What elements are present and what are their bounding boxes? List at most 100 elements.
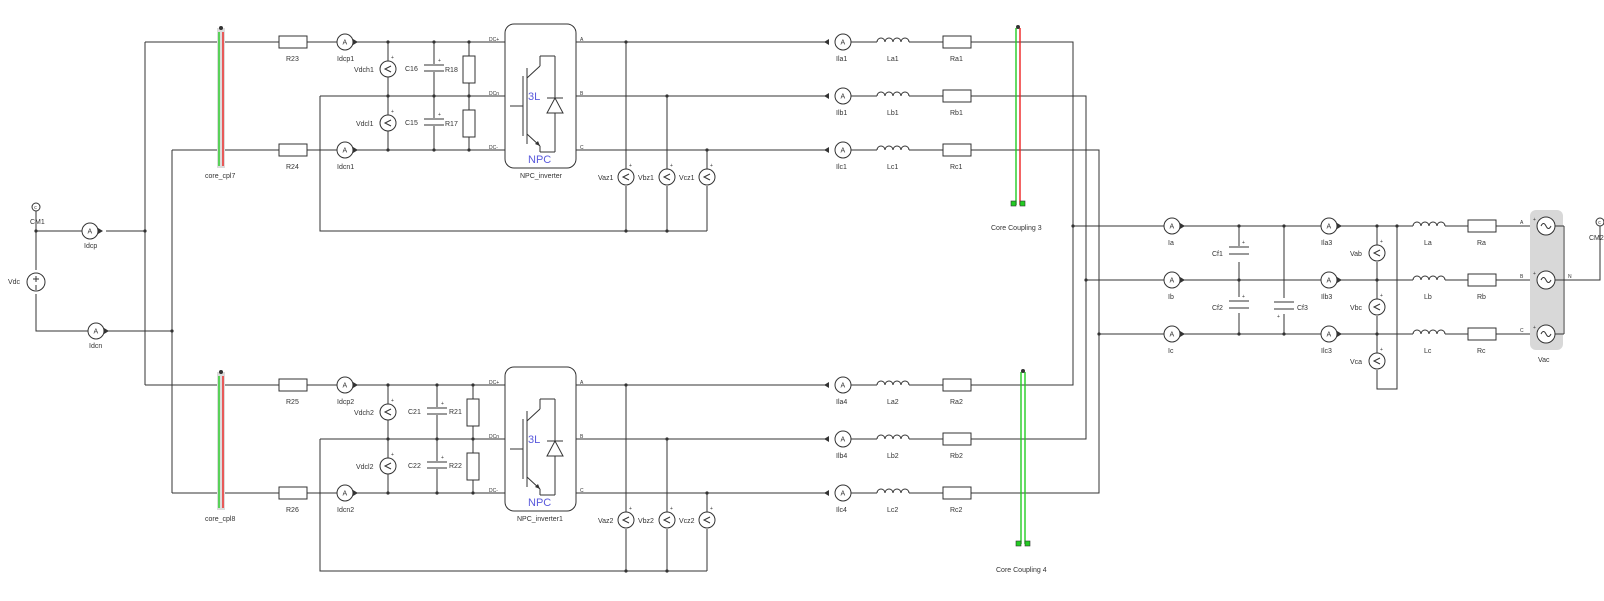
voltmeter-vdch2[interactable]: +	[379, 398, 397, 421]
c21-plus: +	[441, 401, 444, 407]
ammeter-ila1[interactable]: A	[824, 33, 852, 51]
label-ila3: Ila3	[1321, 240, 1332, 247]
resistor-ra2[interactable]	[942, 378, 972, 392]
label-r18: R18	[445, 67, 458, 74]
ila1-symbol: A	[841, 40, 846, 47]
voltmeter-vbz2[interactable]: +	[658, 506, 676, 529]
ammeter-idcp1[interactable]: A	[336, 33, 358, 51]
voltmeter-vab[interactable]: +	[1368, 239, 1386, 262]
inductor-lc[interactable]	[1412, 329, 1446, 335]
core-coupling-4[interactable]	[1015, 369, 1031, 547]
resistor-r26[interactable]	[278, 486, 308, 500]
label-vbz1: Vbz1	[638, 175, 654, 182]
inductor-lc1[interactable]	[876, 145, 910, 151]
idcn1-symbol: A	[343, 148, 348, 155]
voltmeter-vca[interactable]: +	[1368, 347, 1386, 370]
resistor-r18[interactable]	[462, 55, 476, 84]
resistor-ra[interactable]	[1467, 219, 1497, 233]
ammeter-ilb4[interactable]: A	[824, 430, 852, 448]
resistor-rb1[interactable]	[942, 89, 972, 103]
npc-inverter-bottom[interactable]: 3L NPC DC+ DCn DC- A B C	[489, 366, 584, 512]
capacitor-cf1[interactable]: +	[1229, 240, 1249, 255]
label-vaz2: Vaz2	[598, 518, 614, 525]
resistor-r21[interactable]	[466, 398, 480, 427]
label-lb1: Lb1	[887, 110, 899, 117]
ground-cm1[interactable]: c	[31, 202, 41, 212]
idcp2-symbol: A	[343, 383, 348, 390]
ammeter-ilb3[interactable]: A	[1320, 271, 1342, 289]
voltmeter-vbc[interactable]: +	[1368, 293, 1386, 316]
voltmeter-vdcl1[interactable]: +	[379, 109, 397, 132]
resistor-r24[interactable]	[278, 143, 308, 157]
idcn-symbol: A	[94, 329, 99, 336]
resistor-rb2[interactable]	[942, 432, 972, 446]
capacitor-c22[interactable]: +	[427, 455, 447, 469]
capacitor-cf2[interactable]: +	[1229, 294, 1249, 309]
resistor-rc1[interactable]	[942, 143, 972, 157]
idcn2-symbol: A	[343, 491, 348, 498]
ammeter-idcp[interactable]: A	[81, 222, 103, 240]
label-core-cpl8: core_cpl8	[205, 516, 235, 523]
core-coupling-cpl7[interactable]	[217, 26, 225, 168]
ammeter-ila3[interactable]: A	[1320, 217, 1342, 235]
ac-source-vac[interactable]: + + +	[1530, 210, 1564, 350]
label-lc1: Lc1	[887, 164, 898, 171]
label-npc-inverter1: NPC_inverter1	[517, 516, 563, 523]
resistor-rb[interactable]	[1467, 273, 1497, 287]
label-rb2: Rb2	[950, 453, 963, 460]
inductor-lb[interactable]	[1412, 275, 1446, 281]
ammeter-idcn2[interactable]: A	[336, 484, 358, 502]
capacitor-cf3[interactable]: +	[1274, 301, 1294, 320]
resistor-r25[interactable]	[278, 378, 308, 392]
capacitor-c15[interactable]: +	[424, 112, 444, 126]
ammeter-idcn1[interactable]: A	[336, 141, 358, 159]
label-cm2: CM2	[1589, 235, 1604, 242]
label-vab: Vab	[1350, 251, 1362, 258]
voltmeter-vcz2[interactable]: +	[698, 506, 716, 529]
inductor-lc2[interactable]	[876, 488, 910, 494]
voltmeter-vaz1[interactable]: +	[617, 163, 635, 186]
label-r26: R26	[286, 507, 299, 514]
core-coupling-3[interactable]	[1010, 25, 1026, 207]
vac-plus-c: +	[1533, 325, 1536, 331]
inductor-la2[interactable]	[876, 380, 910, 386]
ammeter-ilc1[interactable]: A	[824, 141, 852, 159]
label-vdcl1: Vdcl1	[356, 121, 374, 128]
inductor-la1[interactable]	[876, 37, 910, 43]
ammeter-ilc3[interactable]: A	[1320, 325, 1342, 343]
voltmeter-vaz2[interactable]: +	[617, 506, 635, 529]
inductor-lb1[interactable]	[876, 91, 910, 97]
inductor-lb2[interactable]	[876, 434, 910, 440]
resistor-r22[interactable]	[466, 452, 480, 481]
ammeter-ic[interactable]: A	[1163, 325, 1185, 343]
resistor-rc2[interactable]	[942, 486, 972, 500]
resistor-ra1[interactable]	[942, 35, 972, 49]
label-vdch1: Vdch1	[354, 67, 374, 74]
voltmeter-vdch1[interactable]: +	[379, 55, 397, 78]
npc-inverter-top[interactable]: 3L NPC DC+ DCn DC- A B C	[489, 23, 584, 169]
vac-plus-b: +	[1533, 271, 1536, 277]
voltmeter-vcz1[interactable]: +	[698, 163, 716, 186]
ammeter-ilb1[interactable]: A	[824, 87, 852, 105]
ammeter-ia[interactable]: A	[1163, 217, 1185, 235]
ground-cm2[interactable]: c	[1595, 217, 1604, 227]
resistor-r23[interactable]	[278, 35, 308, 49]
voltmeter-vbz1[interactable]: +	[658, 163, 676, 186]
inductor-la[interactable]	[1412, 221, 1446, 227]
ammeter-ib[interactable]: A	[1163, 271, 1185, 289]
ammeter-idcn[interactable]: A	[87, 322, 109, 340]
wires	[35, 41, 1601, 572]
vac-port-n: N	[1568, 274, 1572, 280]
resistor-r17[interactable]	[462, 109, 476, 138]
resistor-rc[interactable]	[1467, 327, 1497, 341]
ammeter-idcp2[interactable]: A	[336, 376, 358, 394]
capacitor-c16[interactable]: +	[424, 58, 444, 72]
npc-top-3l: 3L	[528, 91, 540, 103]
core-coupling-cpl8[interactable]	[217, 370, 225, 510]
vaz1-plus: +	[629, 163, 632, 169]
voltmeter-vdcl2[interactable]: +	[379, 452, 397, 475]
dc-source-vdc[interactable]	[26, 272, 46, 292]
ammeter-ilc4[interactable]: A	[824, 484, 852, 502]
capacitor-c21[interactable]: +	[427, 401, 447, 415]
ammeter-ila4[interactable]: A	[824, 376, 852, 394]
